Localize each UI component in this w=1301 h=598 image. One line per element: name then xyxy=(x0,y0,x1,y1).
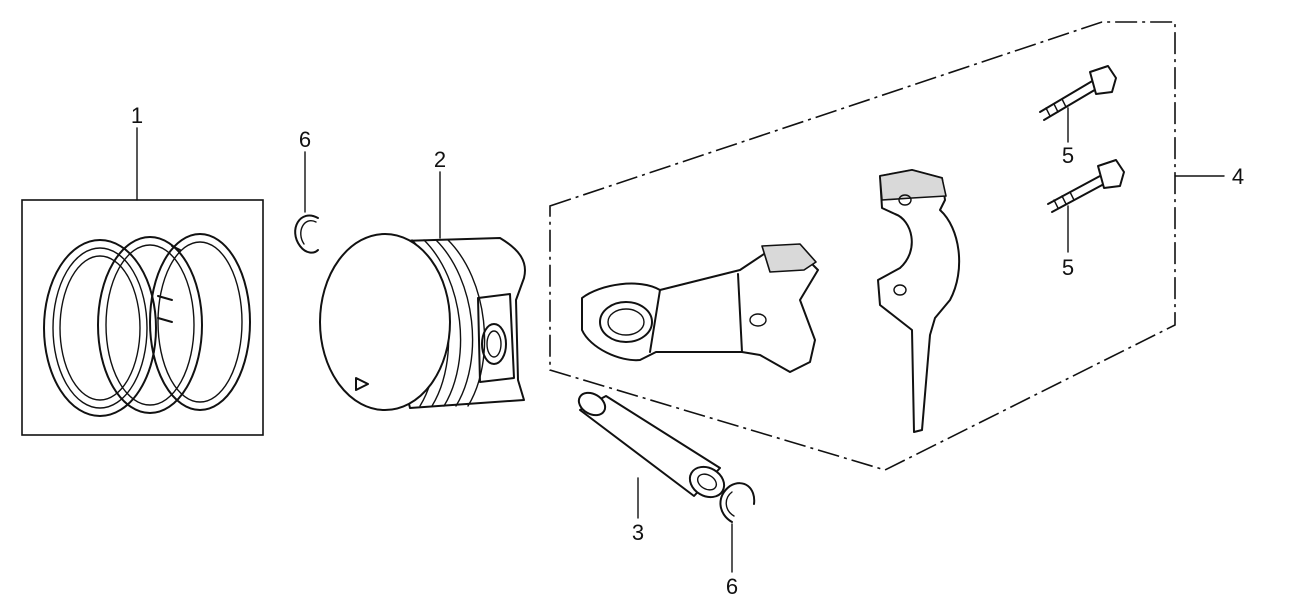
callout-3: 3 xyxy=(632,520,644,545)
callout-2: 2 xyxy=(434,147,446,172)
callout-5-lower: 5 xyxy=(1062,255,1074,280)
callout-4: 4 xyxy=(1232,164,1244,189)
connecting-rod-cap xyxy=(877,169,961,433)
connecting-rod xyxy=(581,243,819,373)
rod-bolt-upper xyxy=(1039,65,1117,121)
callout-1: 1 xyxy=(131,103,143,128)
callout-6-upper: 6 xyxy=(299,127,311,152)
piston-pin-clip-lower xyxy=(719,482,756,523)
rod-bolt-lower xyxy=(1047,159,1125,213)
piston xyxy=(319,233,526,411)
piston-pin xyxy=(577,391,726,499)
callout-6-lower: 6 xyxy=(726,574,738,598)
callout-5-upper: 5 xyxy=(1062,143,1074,168)
ring-set-box xyxy=(21,199,264,436)
piston-ring-set xyxy=(21,199,264,436)
connecting-rod-set-box xyxy=(549,21,1176,471)
piston-pin-clip-upper xyxy=(294,214,319,254)
